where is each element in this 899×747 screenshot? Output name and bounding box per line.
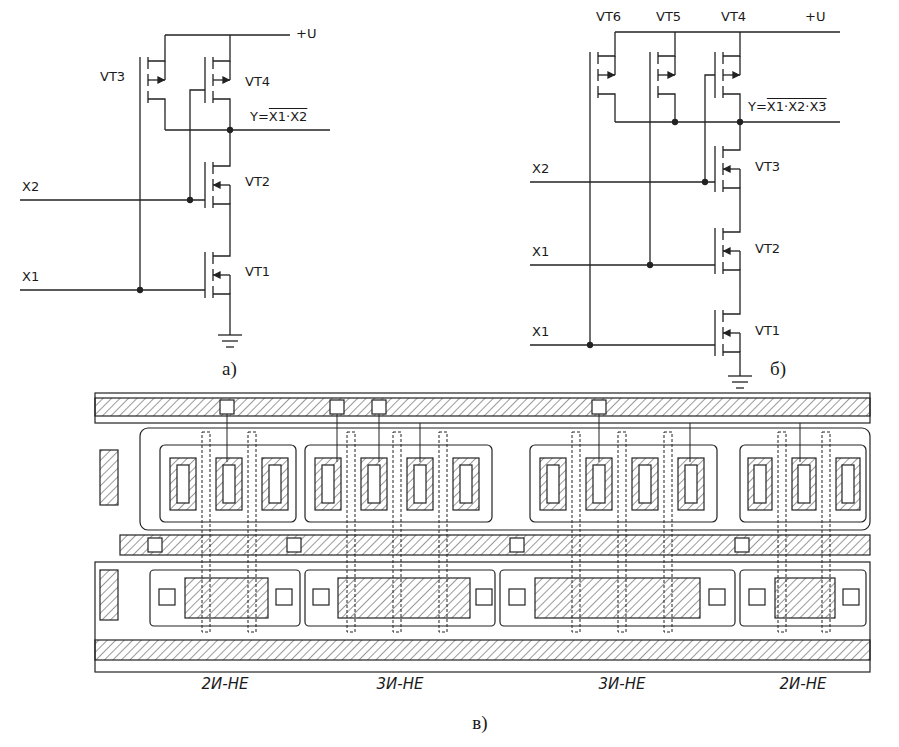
chip-layout: [95, 393, 870, 672]
signal-label: X1: [532, 325, 549, 340]
signal-label: VT3: [755, 160, 780, 175]
nand3-schematic: [530, 32, 840, 388]
signal-label: VT5: [656, 10, 681, 25]
gate-name: 2И-НЕ: [780, 676, 827, 693]
panel-letter: б): [770, 358, 786, 380]
signal-label: Y=: [748, 100, 767, 115]
signal-label: X2: [532, 162, 549, 177]
signal-label: VT1: [245, 265, 270, 280]
gate-name: 3И-НЕ: [377, 676, 424, 693]
signal-label: X1·X2: [269, 110, 308, 125]
signal-label: VT6: [596, 10, 621, 25]
panel-letter: а): [222, 358, 237, 380]
signal-label: VT4: [245, 75, 270, 90]
nand2-schematic: [20, 35, 330, 347]
signal-label: +U: [296, 27, 316, 42]
signal-label: VT1: [755, 324, 780, 339]
signal-label: X2: [22, 180, 39, 195]
signal-label: VT4: [721, 10, 746, 25]
signal-label: X1·X2·X3: [767, 100, 827, 115]
signal-label: +U: [805, 10, 825, 25]
gate-name: 3И-НЕ: [599, 676, 646, 693]
signal-label: VT2: [755, 242, 780, 257]
gate-name: 2И-НЕ: [202, 676, 249, 693]
signal-label: Y=: [250, 110, 269, 125]
signal-label: VT3: [100, 70, 125, 85]
signal-label: X1: [22, 270, 39, 285]
signal-label: X1: [532, 245, 549, 260]
signal-label: VT2: [245, 175, 270, 190]
panel-letter: в): [472, 712, 487, 734]
